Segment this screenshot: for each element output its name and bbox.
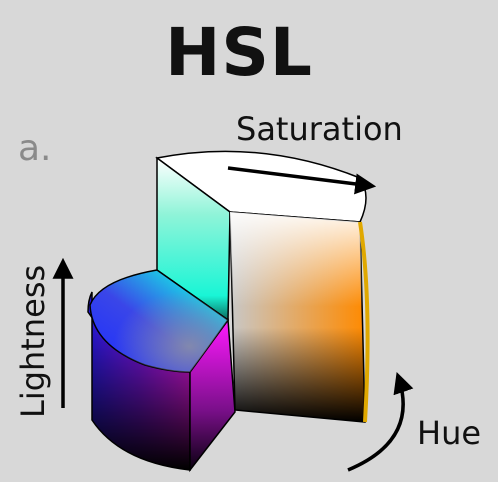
cylinder-rim-edge — [358, 221, 370, 423]
cylinder-top-cap — [155, 150, 367, 223]
hue-label: Hue — [417, 414, 482, 452]
panel-letter: a. — [18, 128, 52, 169]
saturation-label: Saturation — [236, 110, 403, 148]
saturation-arrow — [227, 166, 377, 195]
hue-arrow — [347, 372, 414, 472]
figure-title: HSL — [165, 14, 313, 91]
lightness-label: Lightness — [14, 264, 52, 418]
